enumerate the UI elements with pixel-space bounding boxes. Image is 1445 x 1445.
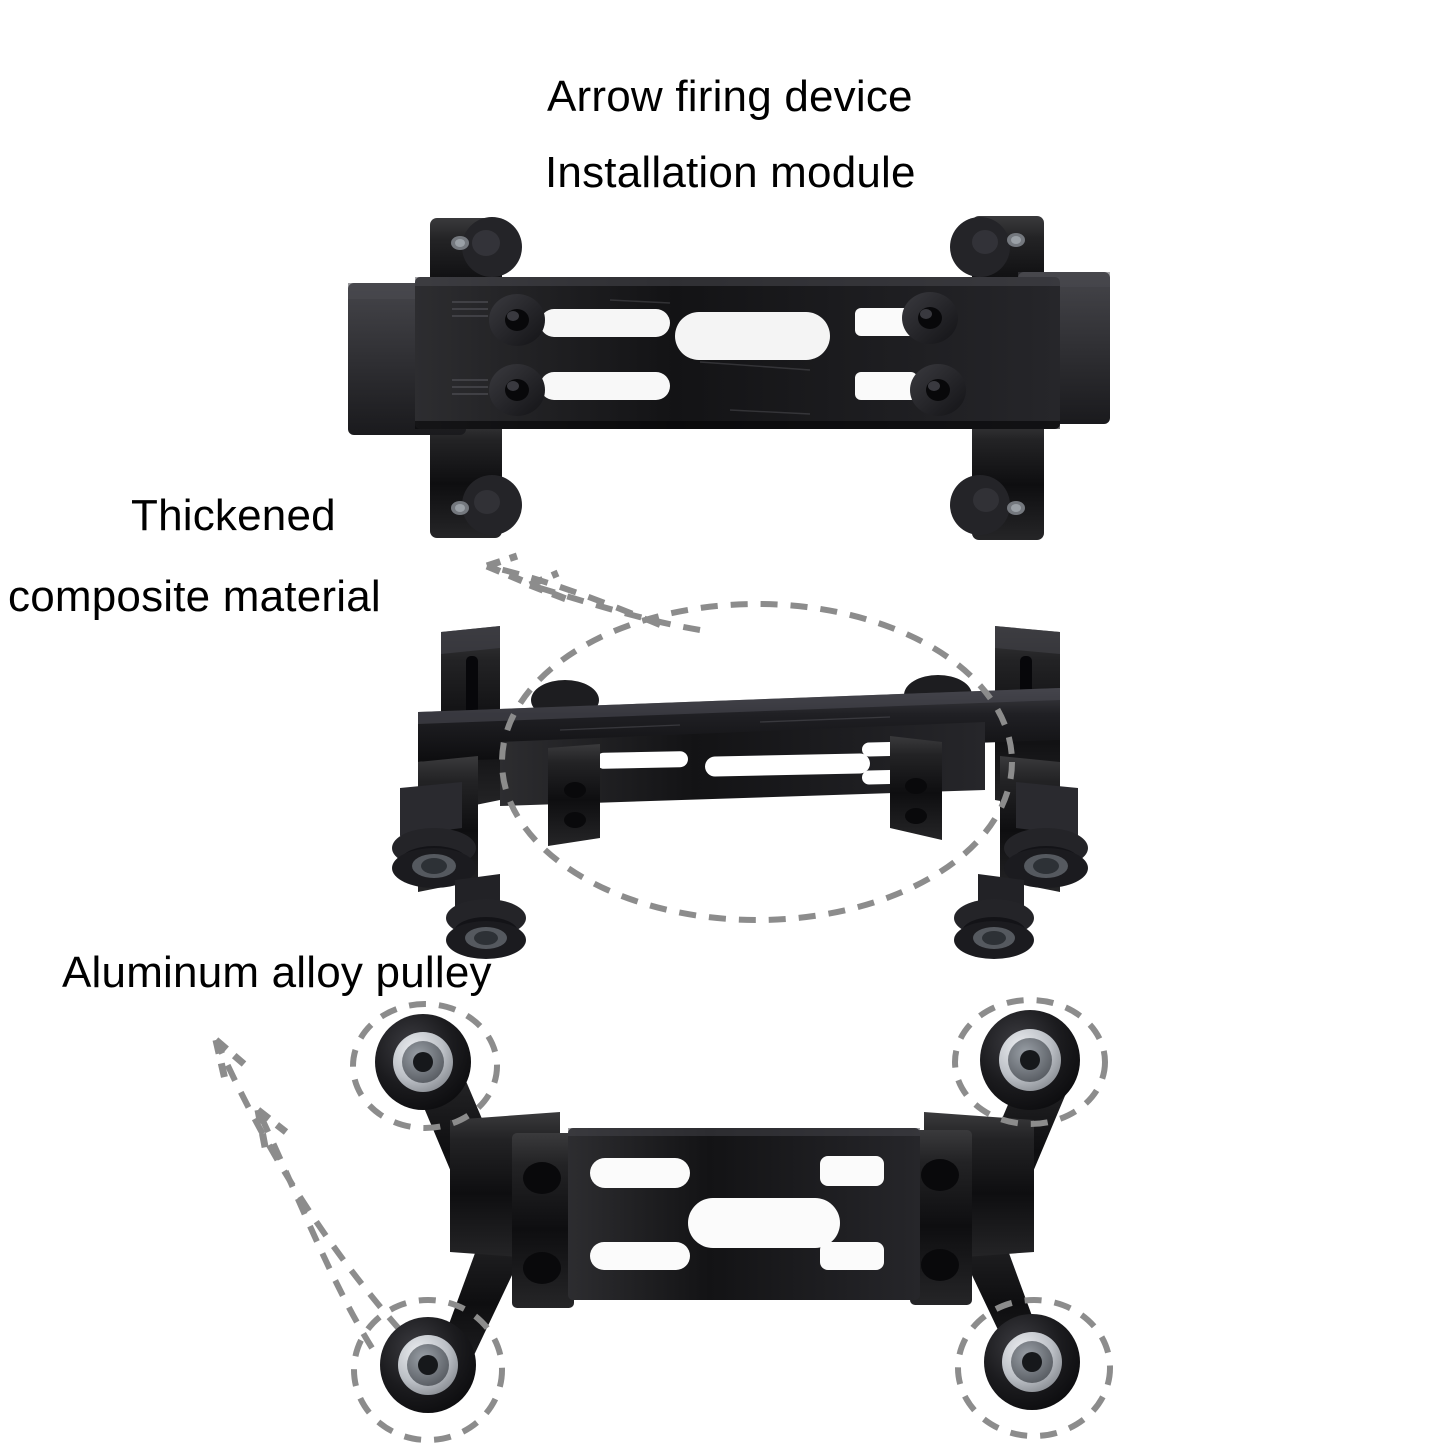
bottom-view-center-hole [688, 1198, 840, 1248]
highlight-ellipse-pulley-bottom-left [351, 1297, 505, 1443]
callout-material-line-2: composite material [8, 572, 381, 621]
top-view-assembly [348, 216, 1110, 540]
middle-view-pulley-left-outer [392, 828, 476, 888]
bottom-view-slot-4 [820, 1242, 884, 1270]
top-view-slot-3 [855, 308, 917, 336]
highlight-ellipse-pulley-bottom-right [955, 1297, 1113, 1439]
middle-view-pulley-leg-left [392, 756, 526, 959]
callout-pulley-arrows [212, 1037, 403, 1350]
top-view-bolt-top-right [902, 292, 958, 344]
bottom-view-slot-1 [590, 1158, 690, 1188]
top-view-arm-lower-right [950, 418, 1044, 540]
bottom-view-pulley-top-left [375, 1014, 471, 1110]
bottom-view-assembly [350, 997, 1113, 1443]
top-view-bolt-bottom-right [910, 364, 966, 416]
page-title-line-1: Arrow firing device [547, 72, 913, 121]
bottom-view-pulley-top-right [980, 1010, 1080, 1110]
top-view-arm-lower-left [430, 418, 522, 538]
highlight-ellipse-composite-body [499, 601, 1015, 923]
top-view-thread-marks [452, 301, 488, 395]
bottom-view-side-plate-left [512, 1133, 574, 1308]
middle-view-assembly [392, 601, 1088, 959]
top-view-surface-scratches [609, 299, 811, 415]
top-view-slot-1 [540, 309, 670, 337]
middle-view-slot-plate [500, 722, 985, 806]
callout-material-arrows [485, 552, 701, 633]
top-view-bolt-bottom-left [489, 364, 545, 416]
top-view-slot-2 [540, 372, 670, 400]
page-title-line-2: Installation module [545, 148, 916, 197]
highlight-ellipse-pulley-top-right [952, 997, 1108, 1127]
bottom-view-side-plate-right [910, 1130, 972, 1305]
callout-pulley-label: Aluminum alloy pulley [62, 948, 492, 997]
middle-view-pulley-leg-right [954, 756, 1088, 959]
highlight-ellipse-pulley-top-left [350, 1001, 500, 1131]
callout-material-line-1: Thickened [131, 491, 336, 540]
bottom-view-center-plate [568, 1128, 920, 1300]
middle-view-pulley-right-outer [1004, 828, 1088, 888]
bottom-view-slot-2 [590, 1242, 690, 1270]
top-view-slot-4 [855, 372, 917, 400]
bottom-view-pulley-bottom-left [380, 1317, 476, 1413]
top-view-bolt-top-left [489, 294, 545, 346]
bottom-view-slot-3 [820, 1156, 884, 1186]
middle-view-inner-bracket-left [548, 744, 600, 846]
middle-view-pulley-right-inner [954, 899, 1034, 959]
bottom-view-pulley-bottom-right [984, 1314, 1080, 1410]
top-view-center-hole [675, 312, 830, 360]
middle-view-inner-bracket-right [890, 736, 942, 840]
middle-view-pulley-left-inner [446, 899, 526, 959]
